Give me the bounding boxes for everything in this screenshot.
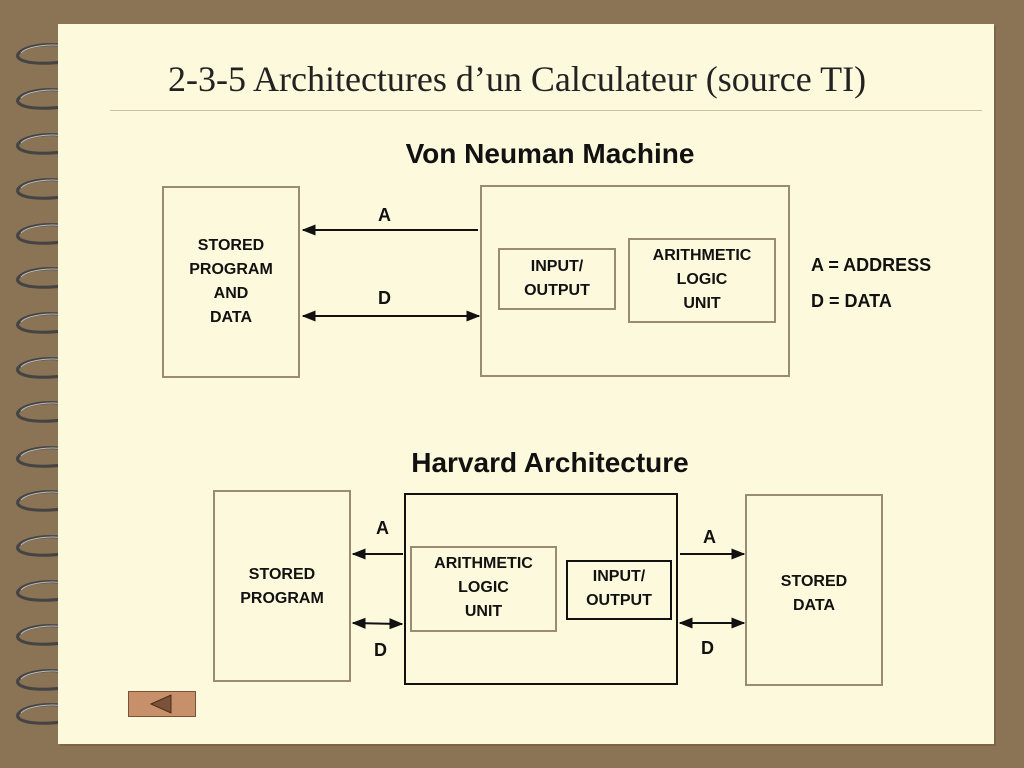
hv-program-label: STORED PROGRAM [240,566,324,607]
hv-left-data-arrow [351,617,404,630]
vn-alu-box [628,238,776,323]
hv-program-box [213,490,351,682]
triangle-left-icon [149,694,172,714]
vn-memory-box [162,186,300,378]
hv-io-label: INPUT/ OUTPUT [586,568,652,609]
hv-right-data-label: D [701,638,714,658]
hv-left-data-label: D [374,640,387,660]
hv-cpu-box [404,493,678,685]
hv-alu-box [410,546,557,632]
vn-cpu-box [480,185,790,377]
hv-io-box [566,560,672,620]
vn-memory-label: STORED PROGRAM AND DATA [189,237,273,326]
hv-left-address-label: A [376,518,389,538]
vn-io-label: INPUT/ OUTPUT [524,258,590,299]
legend-address: A = ADDRESS [811,255,932,275]
slide-title: 2-3-5 Architectures d’un Calculateur (so… [168,59,867,99]
vn-data-bus-label: D [378,288,391,308]
hv-data-label: STORED DATA [780,573,848,614]
harvard-heading: Harvard Architecture [411,447,689,478]
back-button[interactable] [128,691,196,717]
legend-data: D = DATA [811,291,892,311]
vn-address-bus-label: A [378,205,391,225]
von-neuman-heading: Von Neuman Machine [405,138,695,169]
vn-io-box [498,248,616,310]
hv-data-box [745,494,883,686]
title-divider [110,110,982,111]
hv-alu-label: ARITHMETIC LOGIC UNIT [434,555,533,620]
vn-alu-label: ARITHMETIC LOGIC UNIT [652,247,752,312]
hv-right-address-label: A [703,527,716,547]
